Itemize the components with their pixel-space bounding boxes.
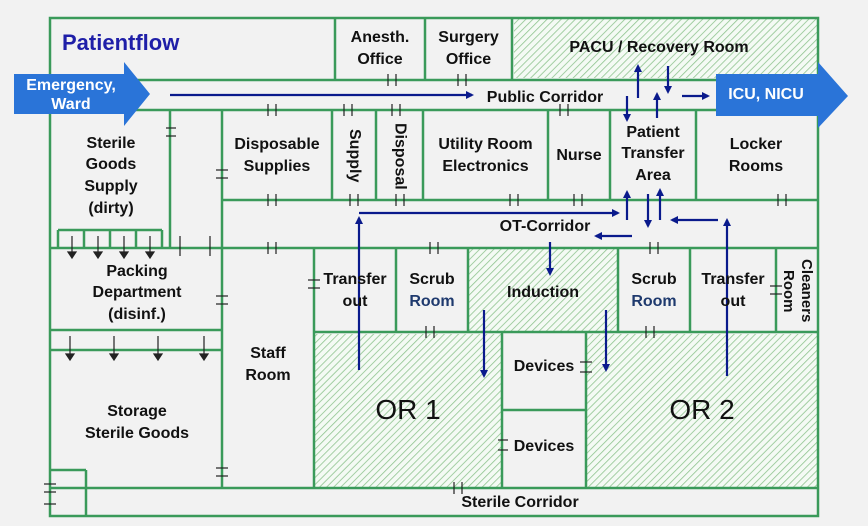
induction-hatch (468, 248, 618, 332)
entry-label: Emergency, Ward (26, 76, 116, 113)
flow-arrows (170, 64, 731, 378)
exit-label: ICU, NICU (728, 86, 804, 104)
operating-room-1: OR 1 (375, 394, 441, 426)
induction-room: Induction (507, 284, 579, 302)
anesth-office: Anesth.Office (350, 29, 410, 68)
devices-room-top: Devices (513, 358, 575, 376)
entry-arrow-shape (14, 62, 150, 126)
exit-arrow-shape (716, 62, 848, 128)
devices-room-bottom: Devices (513, 438, 575, 456)
supply-room: Supply (345, 129, 363, 183)
public-corridor: Public Corridor (486, 89, 604, 107)
page-title: Patientflow (62, 30, 180, 55)
disposal-room: Disposal (391, 122, 409, 190)
door-marks (44, 74, 787, 505)
operating-room-2: OR 2 (669, 394, 735, 426)
sterile-corridor: Sterile Corridor (461, 494, 579, 512)
supply-drop-arrows (64, 236, 210, 362)
ot-corridor: OT-Corridor (499, 218, 591, 236)
cleaners-room: Cleaners Room (780, 259, 815, 323)
pacu-room: PACU / Recovery Room (569, 39, 749, 57)
nurse-room: Nurse (556, 147, 602, 165)
walls (48, 16, 820, 518)
or2-hatch (586, 334, 818, 488)
or1-hatch (314, 334, 502, 488)
pacu-hatch (514, 18, 818, 78)
